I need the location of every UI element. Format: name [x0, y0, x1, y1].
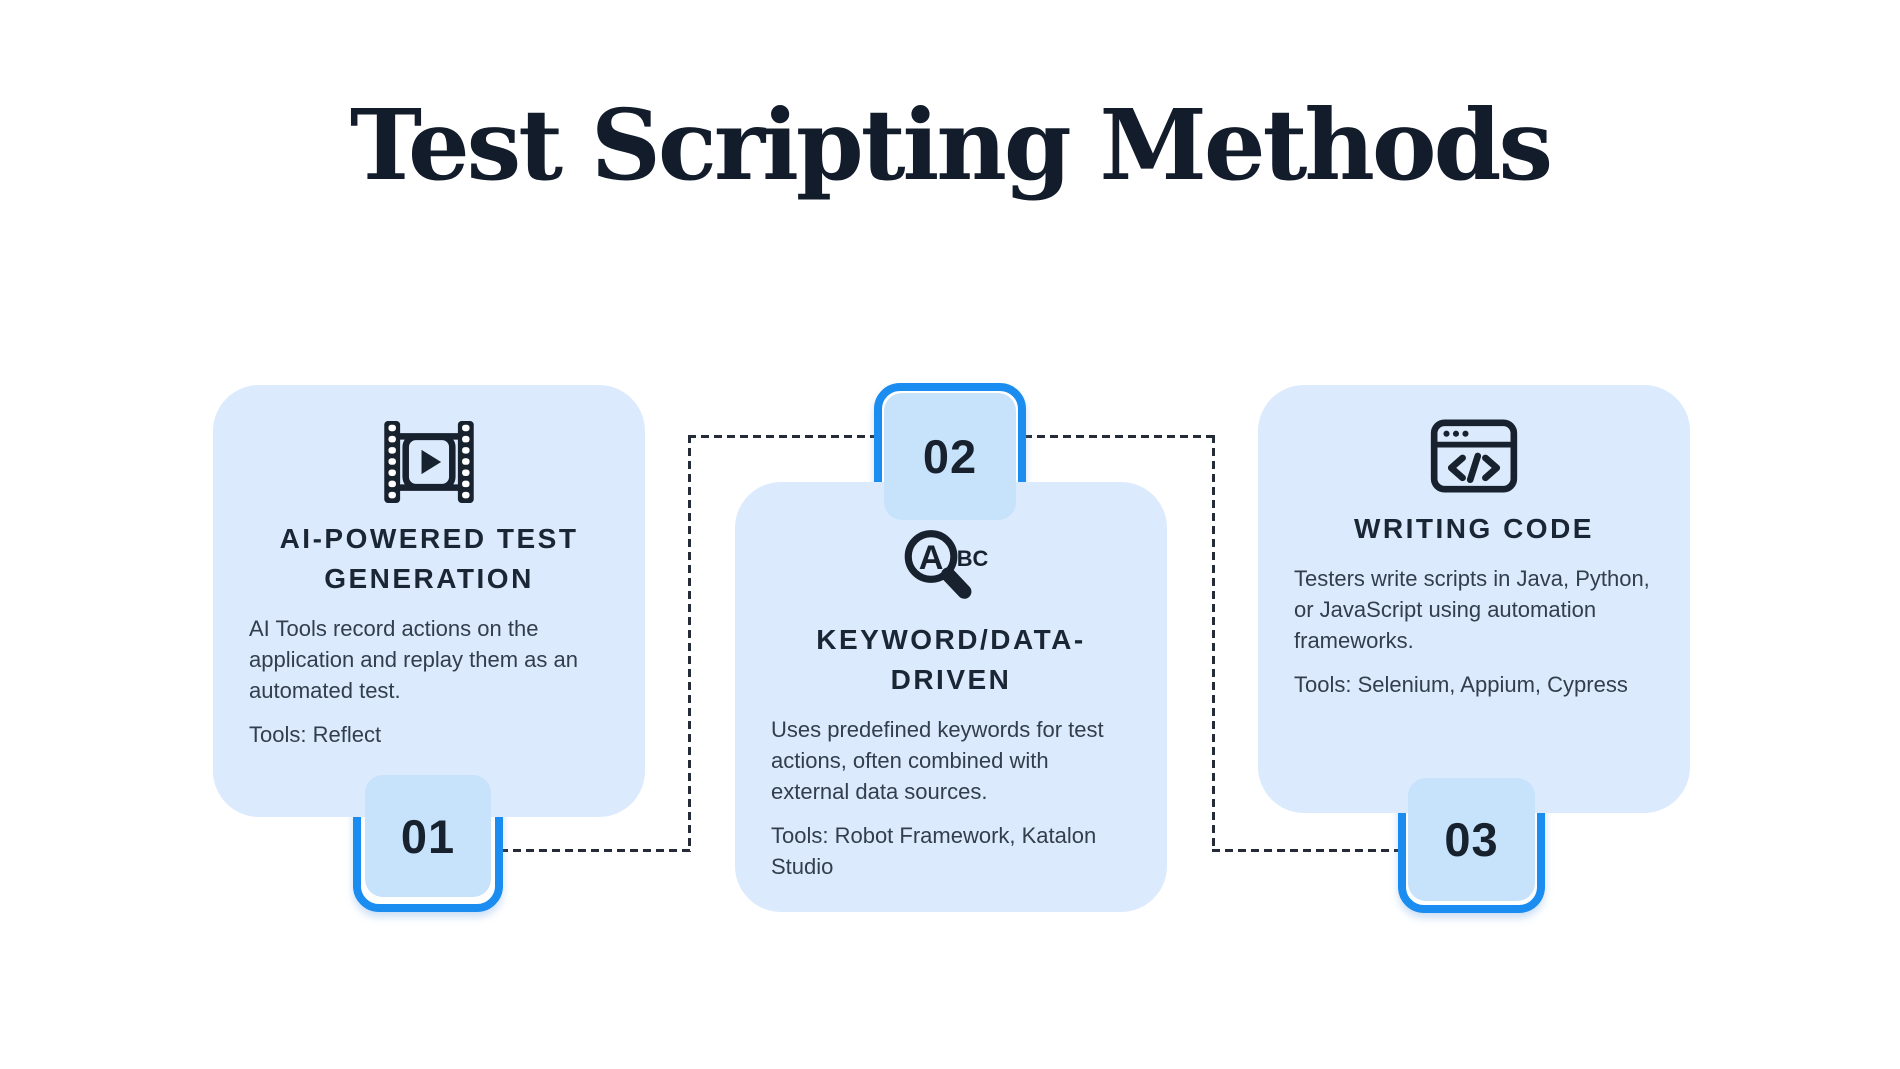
card-tools: Tools: Reflect — [249, 722, 382, 748]
svg-text:A: A — [919, 539, 944, 577]
card-title: WRITING CODE — [1354, 513, 1594, 544]
card-keyword-data-driven: A BC KEYWORD/DATA-DRIVEN Uses predefined… — [735, 482, 1167, 912]
card-title: KEYWORD/DATA-DRIVEN — [816, 624, 1086, 695]
step-3-number-badge: 03 — [1408, 778, 1535, 901]
connector-line-to-03 — [1212, 849, 1400, 852]
connector-line-03-vertical — [1212, 435, 1215, 852]
code-window-icon — [1258, 419, 1690, 493]
connector-line-from-02 — [1024, 435, 1212, 438]
step-1-number: 01 — [400, 809, 456, 863]
connector-line-01 — [500, 849, 690, 852]
svg-text:BC: BC — [957, 546, 989, 571]
step-3-number: 03 — [1444, 813, 1499, 866]
card-tools: Tools: Selenium, Appium, Cypress — [1294, 672, 1628, 698]
step-2-number-badge: 02 — [884, 393, 1016, 520]
film-play-icon — [213, 421, 645, 503]
card-title: AI-POWERED TEST GENERATION — [279, 523, 579, 594]
search-text-icon: A BC — [735, 528, 1167, 604]
connector-line-to-02 — [688, 435, 876, 438]
card-writing-code: WRITING CODE Testers write scripts in Ja… — [1258, 385, 1690, 813]
page-title: Test Scripting Methods — [349, 88, 1553, 202]
card-ai-powered-test-generation: AI-POWERED TEST GENERATION AI Tools reco… — [213, 385, 645, 817]
step-1-number-badge: 01 — [365, 775, 491, 897]
card-description: AI Tools record actions on the applicati… — [249, 615, 578, 703]
card-description: Uses predefined keywords for test action… — [771, 716, 1104, 804]
card-description: Testers write scripts in Java, Python, o… — [1294, 565, 1650, 654]
card-tools: Tools: Robot Framework, Katalon Studio — [771, 823, 1097, 880]
step-2-number: 02 — [922, 430, 978, 483]
connector-line-01-vertical — [688, 435, 691, 852]
